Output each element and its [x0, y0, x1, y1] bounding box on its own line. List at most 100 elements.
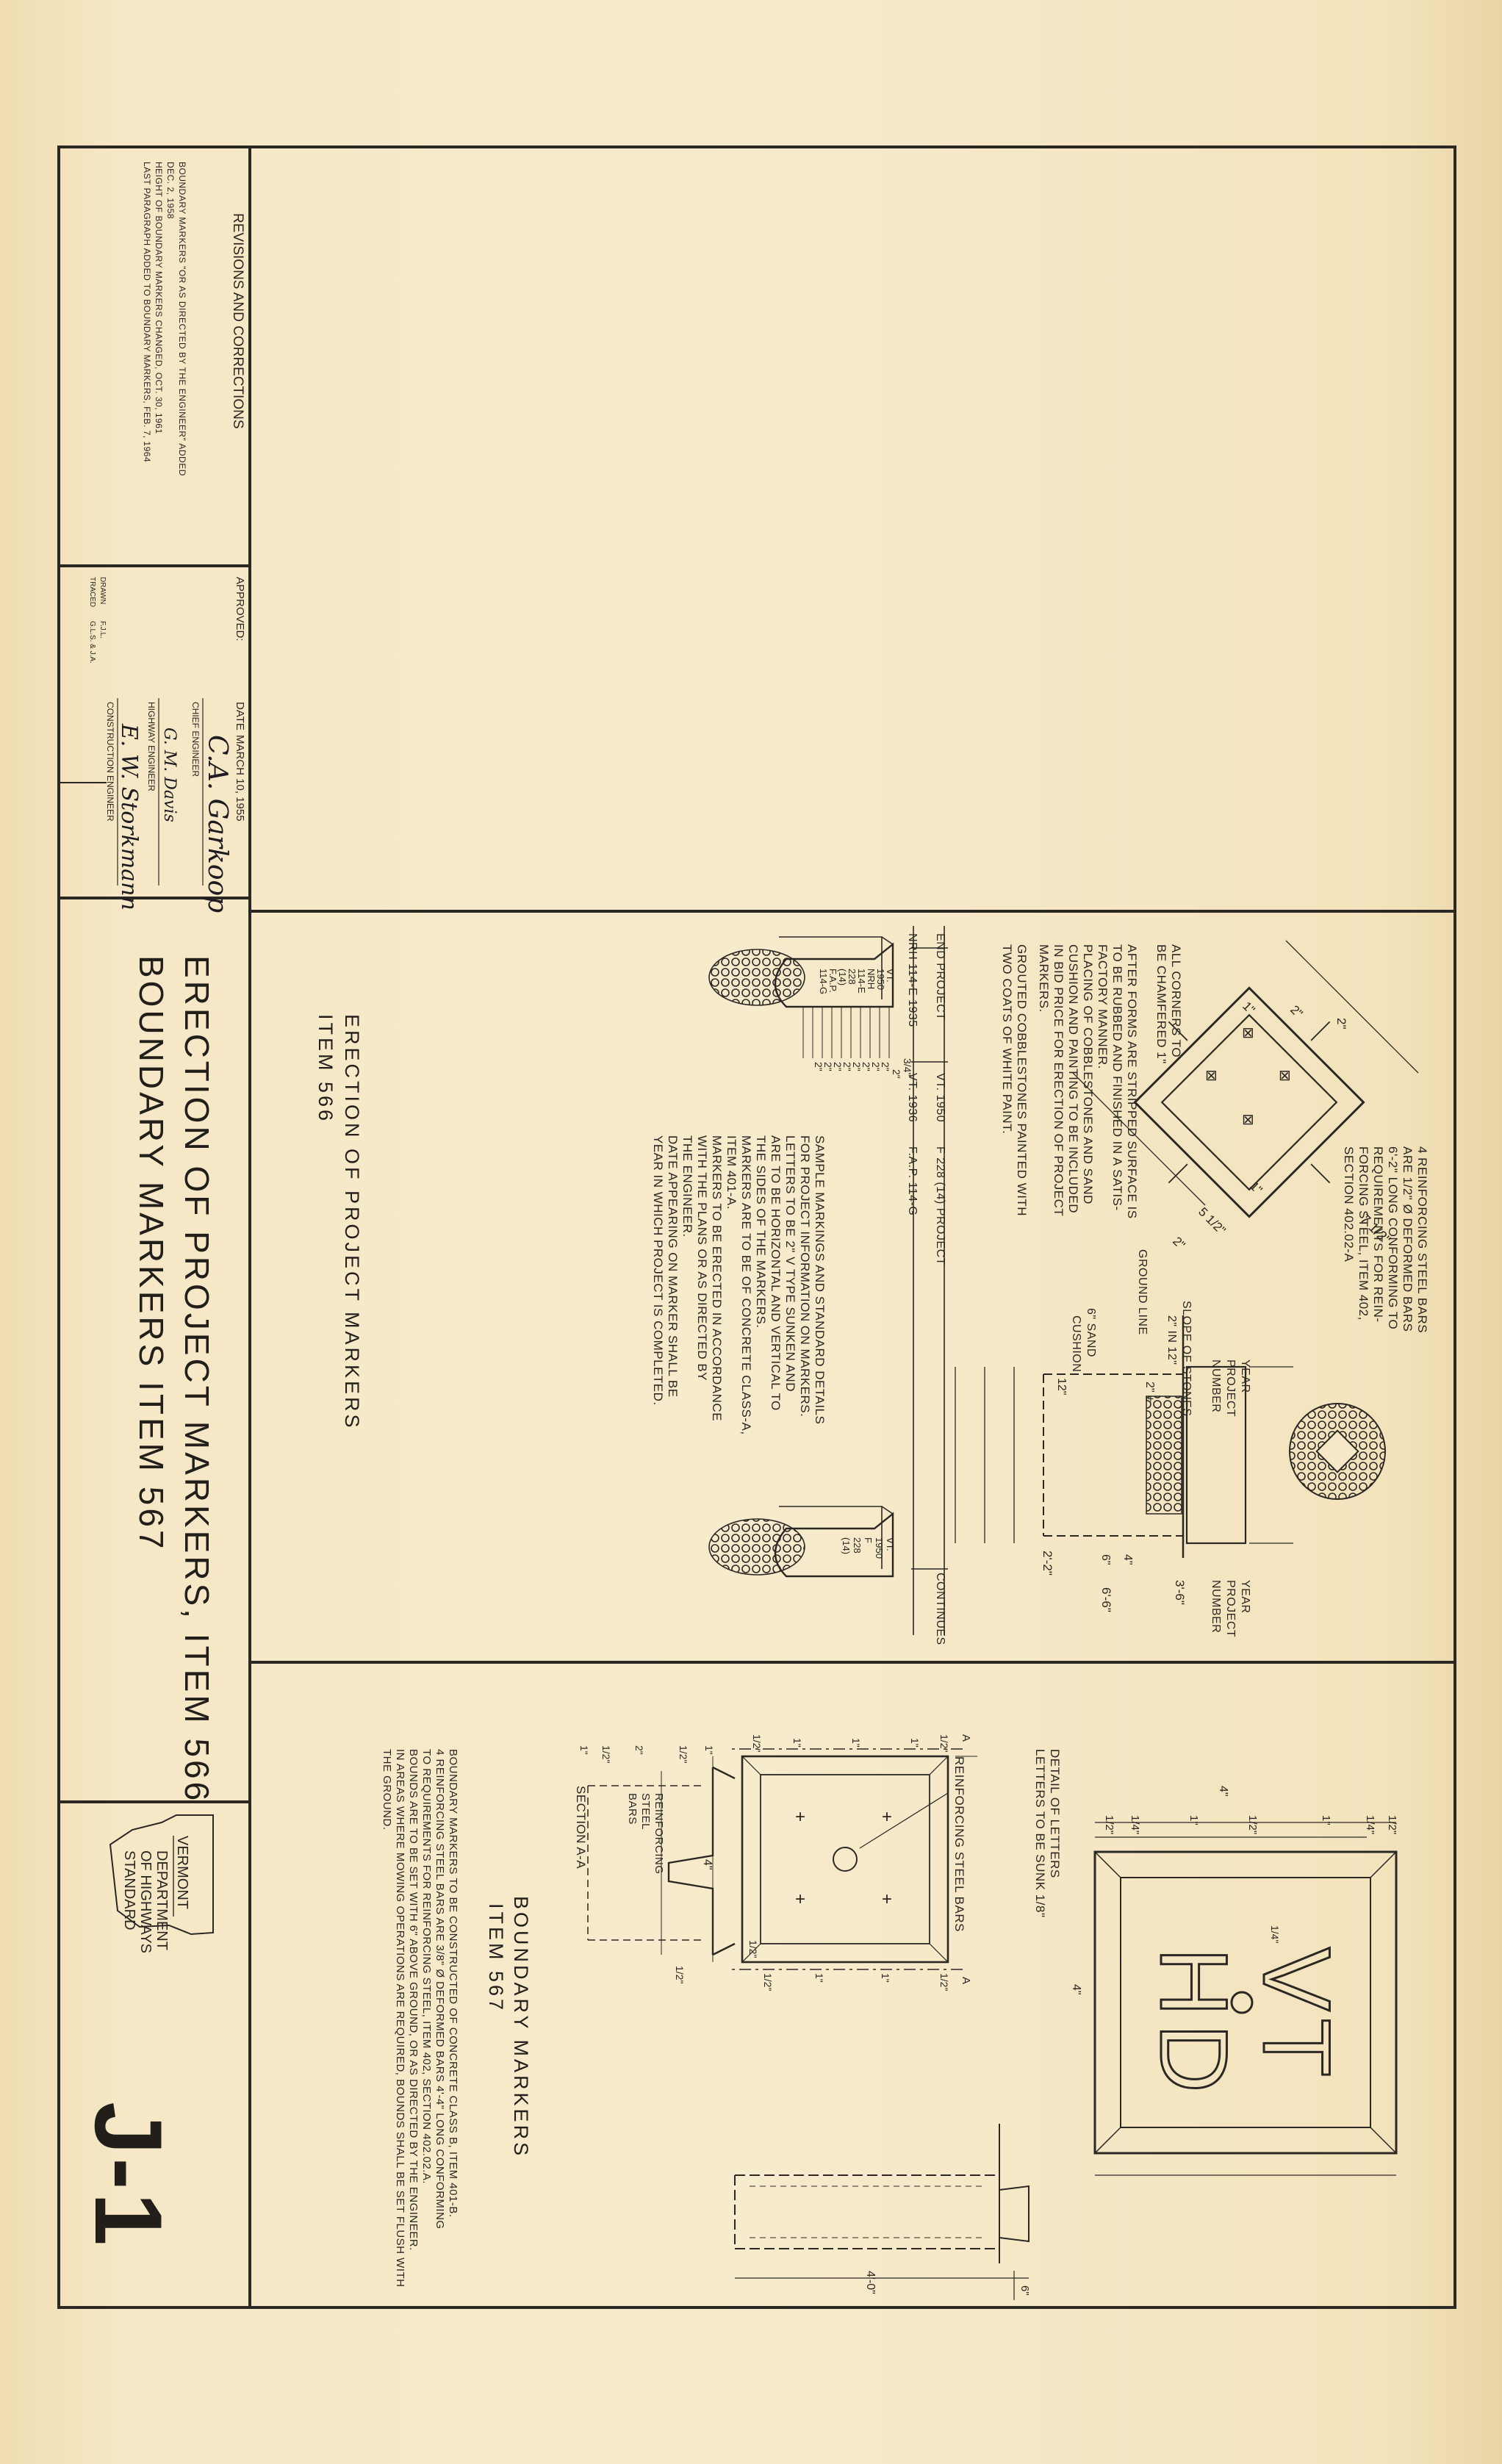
- boundary-elevation: [734, 2124, 1030, 2300]
- plan-dim: 4": [701, 1859, 714, 1870]
- detail-label: DETAIL OF LETTERS LETTERS TO BE SUNK 1/8…: [1033, 1749, 1062, 1917]
- post-dim: 2": [870, 1062, 882, 1071]
- note-line: FORCING STEEL, ITEM 402,: [1357, 1146, 1370, 1321]
- note-line: SECTION 402.02-A: [1342, 1146, 1356, 1262]
- section-callout: REINFORCING: [653, 1793, 665, 1875]
- caption-line: ERECTION OF PROJECT MARKERS: [341, 1014, 363, 1431]
- letters-dot: [1230, 1991, 1254, 2014]
- sample-note: SAMPLE MARKINGS AND STANDARD DETAILS FOR…: [651, 1135, 827, 1435]
- note-line: IN AREAS WHERE MOWING OPERATIONS ARE REQ…: [394, 1749, 406, 2288]
- corners-note: ALL CORNERS TO BE CHAMFERED 1": [1154, 944, 1183, 1064]
- section-label: SECTION A-A: [574, 1786, 588, 1869]
- svg-text:⊠: ⊠: [1205, 1068, 1218, 1084]
- forms-note: AFTER FORMS ARE STRIPPED SURFACE IS TO B…: [1000, 944, 1139, 1219]
- cobblestone-top-view: [1289, 1403, 1386, 1500]
- post-dim: 2": [822, 1062, 834, 1071]
- boundary-note: BOUNDARY MARKERS TO BE CONSTRUCTED OF CO…: [381, 1749, 459, 2288]
- detail-dim: 1": [1187, 1815, 1200, 1825]
- note-line: THE ENGINEER.: [680, 1135, 694, 1238]
- elev-dim: 6": [1099, 1554, 1112, 1565]
- callout: PROJECT: [1224, 1359, 1237, 1417]
- note-line: MARKERS TO BE ERECTED IN ACCORDANCE: [710, 1135, 724, 1421]
- note-line: REQUIREMENTS FOR REIN-: [1371, 1146, 1385, 1323]
- traced-label: TRACED: [88, 577, 96, 607]
- detail-dim: 1/2": [1386, 1815, 1398, 1834]
- plan-dim: 2": [1287, 1002, 1305, 1020]
- note-line: FOR PROJECT INFORMATION ON MARKERS.: [798, 1135, 812, 1417]
- note-line: ARE 1/2" Ø DEFORMED BARS: [1401, 1146, 1415, 1332]
- post-dim: 2": [841, 1062, 853, 1071]
- letters-vt: VT: [1243, 1947, 1351, 2084]
- note-line: 4 REINFORCING STEEL BARS: [1415, 1146, 1429, 1333]
- section-a-a: [587, 1766, 736, 1956]
- detail-dim: 1/2": [1103, 1815, 1115, 1834]
- note-line: PLACING OF COBBLESTONES AND SAND: [1081, 944, 1095, 1204]
- elev-dim: 6'-6": [1099, 1587, 1113, 1612]
- marker-elevation: [955, 1315, 1293, 1558]
- post-text: 1950: [874, 1537, 885, 1559]
- construction-engineer-label: CONSTRUCTION ENGINEER: [105, 702, 115, 822]
- elev-dim: 6": [1018, 2285, 1031, 2296]
- plan-dim: 1/2": [747, 1940, 759, 1958]
- reinf-callout: REINFORCING STEEL BARS: [952, 1756, 966, 1932]
- svg-text:⊠: ⊠: [1242, 1025, 1254, 1041]
- section-dim: 1/2": [678, 1745, 689, 1763]
- plan-dim: 1": [791, 1738, 803, 1748]
- section-dim: 2": [633, 1745, 645, 1755]
- callout: YEAR: [1239, 1359, 1251, 1393]
- row2-cell: F.A.P. 114-G: [906, 1146, 919, 1215]
- dept-line-3: STANDARD: [121, 1850, 137, 1930]
- elev-dim: 2" ±: [1143, 1382, 1156, 1402]
- sig-highway: G. M. Davis: [160, 728, 179, 822]
- highway-engineer-label: HIGHWAY ENGINEER: [146, 702, 157, 791]
- note-line: BOUNDARY MARKERS TO BE CONSTRUCTED OF CO…: [447, 1749, 459, 2218]
- callout: CUSHION: [1070, 1315, 1082, 1372]
- section-mark: A: [960, 1734, 972, 1742]
- detail-dim: 1/2": [1246, 1815, 1259, 1834]
- post-dim: 2": [832, 1062, 844, 1071]
- section-labels: REINFORCING STEEL BARS 1" 1/2" 2" 1/2" 1…: [574, 1745, 715, 1983]
- plan-dim: 1": [850, 1738, 862, 1748]
- elev-dim: 3'-6": [1173, 1580, 1187, 1605]
- note-line: TWO COATS OF WHITE PAINT.: [1000, 944, 1014, 1134]
- boundary-caption: BOUNDARY MARKERS ITEM 567: [485, 1896, 532, 2158]
- post-text: NRH: [866, 969, 877, 989]
- post-dims: 3/4" 2" 2" 2" 2" 2" 2" 2" 2" 2": [813, 1058, 913, 1079]
- note-line: MARKERS.: [1037, 944, 1051, 1013]
- plan-dim: 2": [1334, 1018, 1348, 1030]
- plan-dim: 1": [1247, 1179, 1265, 1196]
- note-line: WITH THE PLANS OR AS DIRECTED BY: [695, 1135, 709, 1381]
- post-dim: 3/4": [902, 1058, 913, 1076]
- svg-text:+: +: [882, 1889, 892, 1909]
- note-line: 6'-2" LONG CONFORMING TO: [1386, 1146, 1400, 1329]
- post-dim: 2": [860, 1062, 872, 1071]
- continues-label: CONTINUES: [934, 1573, 946, 1645]
- callout: PROJECT: [1224, 1580, 1237, 1637]
- plan-dim: 1": [909, 1738, 921, 1748]
- approved-label: APPROVED:: [234, 577, 246, 642]
- svg-text:+: +: [882, 1807, 892, 1827]
- project-marker-post-1: VT. 1950 NRH 114-E 228 (14) F.A.P. 114-G: [708, 936, 896, 1058]
- caption-line: ITEM 566: [315, 1014, 337, 1124]
- detail-dim: 1/4": [1129, 1815, 1141, 1834]
- title-line-2: BOUNDARY MARKERS ITEM 567: [132, 955, 170, 1552]
- row1-cell: NRH 114-E 1935: [906, 933, 919, 1027]
- row2-cell: VT. 1936: [906, 1073, 919, 1122]
- end-project-label: END PROJECT: [934, 933, 946, 1020]
- title-block: ERECTION OF PROJECT MARKERS, ITEM 566 BO…: [132, 955, 216, 1803]
- note-line: THE GROUND.: [381, 1749, 393, 1831]
- plan-dim: 1": [813, 1973, 825, 1983]
- row1-cell: VT. 1950: [934, 1073, 946, 1122]
- project-row: END PROJECT CONTINUES VT. 1950 F 228 (14…: [906, 926, 948, 1645]
- dept-line-2: OF HIGHWAYS: [137, 1850, 154, 1953]
- note-line: AFTER FORMS ARE STRIPPED SURFACE IS: [1125, 944, 1139, 1219]
- post-text: 228: [852, 1537, 863, 1554]
- sig-chief: C.A. Garkoop: [202, 735, 232, 913]
- plan-dim: 1": [1240, 999, 1257, 1016]
- date-label: DATE: [234, 702, 246, 730]
- drawn-value: F.J.L.: [98, 621, 107, 639]
- section-callout: BARS: [626, 1793, 639, 1825]
- post-text: 114-E: [856, 969, 867, 994]
- letters-hd: HD: [1140, 1947, 1248, 2100]
